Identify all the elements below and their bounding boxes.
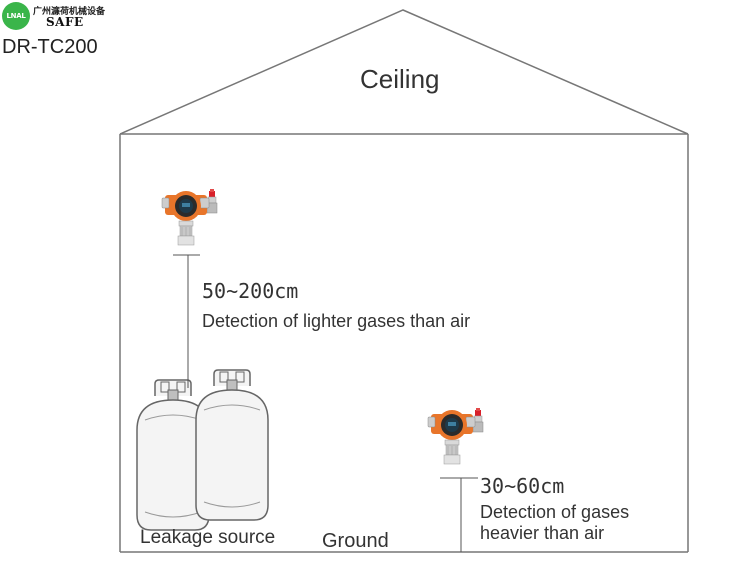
upper-measurement: 50~200cm [202,279,299,303]
ceiling-label: Ceiling [360,64,440,94]
leakage-source-label: Leakage source [140,527,276,548]
brand-logo: LNAL [2,2,30,30]
brand-name-en: SAFE [46,15,84,29]
model-number: DR-TC200 [2,36,98,58]
upper-description: Detection of lighter gases than air [202,311,471,331]
lower-gas-detector [427,407,484,465]
brand-name-cn: 广州濂荷机械设备 [33,7,106,17]
lower-measurement: 30~60cm [480,474,565,498]
upper-gas-detector [161,188,218,246]
logo-text: LNAL [6,12,26,20]
lower-description: Detection of gases heavier than air [480,502,630,543]
gas-cylinder-front [195,369,269,521]
roof-outline [119,9,689,135]
ground-label: Ground [322,530,389,552]
